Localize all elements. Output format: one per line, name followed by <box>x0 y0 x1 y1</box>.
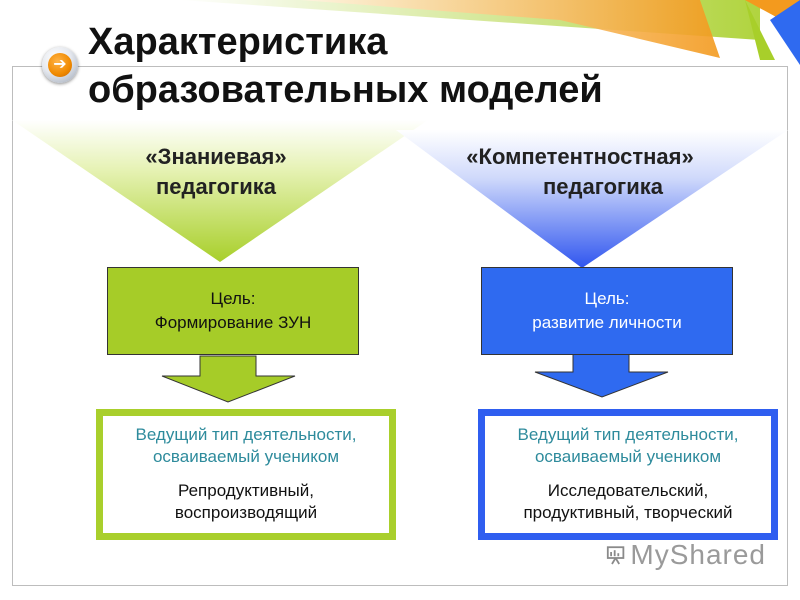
left-model-label-line2: педагогика <box>156 174 276 199</box>
arrow-right-icon: ➔ <box>48 53 72 77</box>
right-activity-heading: Ведущий тип деятельности, осваиваемый уч… <box>485 424 771 468</box>
left-model-triangle <box>12 120 428 262</box>
right-activity-heading-line1: Ведущий тип деятельности, <box>517 425 739 444</box>
title-line-1: Характеристика <box>88 21 388 63</box>
right-model-label-line1: «Компетентностная» <box>466 144 694 169</box>
right-goal-box: Цель: развитие личности <box>481 267 733 355</box>
presentation-board-icon <box>606 546 625 565</box>
corner-blue <box>770 0 800 65</box>
left-model-label-line1: «Знаниевая» <box>145 144 287 169</box>
myshared-logo: MyShared <box>606 538 766 572</box>
right-goal-heading: Цель: <box>584 289 630 308</box>
right-model-triangle <box>396 130 788 268</box>
left-activity-heading: Ведущий тип деятельности, осваиваемый уч… <box>103 424 389 468</box>
corner-green <box>745 0 775 60</box>
nav-forward-button[interactable]: ➔ <box>42 47 78 83</box>
logo-text: MyShared <box>630 539 766 570</box>
right-down-arrow <box>534 351 669 398</box>
left-activity-value: Репродуктивный, воспроизводящий <box>103 480 389 524</box>
left-goal-text: Формирование ЗУН <box>154 313 312 332</box>
stripe-orange <box>300 0 720 58</box>
title-line-2: образовательных моделей <box>88 69 603 111</box>
right-activity-box: Ведущий тип деятельности, осваиваемый уч… <box>478 409 778 540</box>
left-activity-box: Ведущий тип деятельности, осваиваемый уч… <box>96 409 396 540</box>
slide-frame <box>12 66 788 586</box>
left-activity-value-line1: Репродуктивный, <box>178 481 314 500</box>
left-activity-heading-line1: Ведущий тип деятельности, <box>135 425 357 444</box>
right-activity-heading-line2: осваиваемый учеником <box>534 447 722 466</box>
right-activity-value-line1: Исследовательский, <box>547 481 709 500</box>
left-model-label: «Знаниевая» педагогика <box>96 142 336 202</box>
right-activity-value: Исследовательский, продуктивный, творчес… <box>485 480 771 524</box>
left-activity-value-line2: воспроизводящий <box>174 503 318 522</box>
left-down-arrow <box>161 355 296 403</box>
right-model-label-line2: педагогика <box>543 174 663 199</box>
right-activity-value-line2: продуктивный, творческий <box>523 503 733 522</box>
left-goal-heading: Цель: <box>210 289 256 308</box>
left-goal-box: Цель: Формирование ЗУН <box>107 267 359 355</box>
left-activity-heading-line2: осваиваемый учеником <box>152 447 340 466</box>
page-title: Характеристика образовательных моделей <box>88 18 728 114</box>
right-model-label: «Компетентностная» педагогика <box>430 142 730 202</box>
right-goal-text: развитие личности <box>532 313 682 332</box>
